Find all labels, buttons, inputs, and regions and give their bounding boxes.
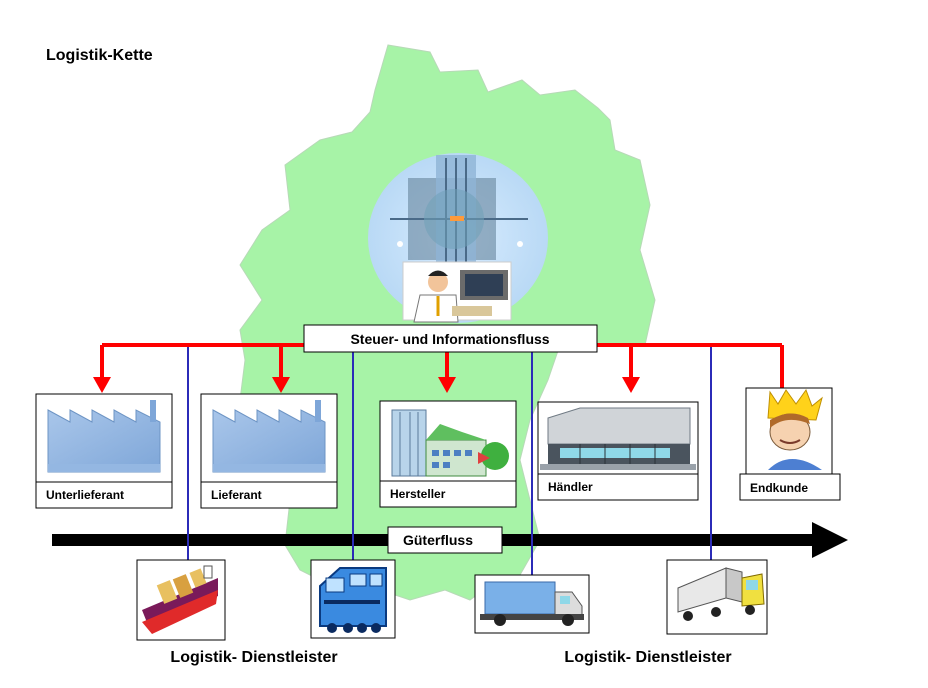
provider-train [310,559,396,639]
locomotive-icon [319,567,387,633]
station-label-hersteller: Hersteller [390,487,446,501]
provider-van [474,574,590,634]
station-hersteller: Hersteller [379,400,517,508]
warehouse-icon [540,407,696,470]
station-unterlieferant: Unterlieferant [35,393,173,509]
factory-icon [47,400,161,473]
goods-flow-label: Güterfluss [403,532,473,548]
station-label-lieferant: Lieferant [211,488,262,502]
info-flow-label: Steuer- und Informationsfluss [350,331,549,347]
goods-flow-label-box: Güterfluss [387,526,503,554]
delivery-van-icon [480,581,584,626]
provider-connectors [187,347,712,575]
customer-king-icon [767,388,823,470]
control-center-illustration [368,153,548,323]
station-label-endkunde: Endkunde [750,481,808,495]
cargo-ship-icon [142,565,218,634]
semi-truck-icon [677,567,765,621]
provider-label-right: Logistik- Dienstleister [564,649,731,666]
provider-label-left: Logistik- Dienstleister [170,649,337,666]
provider-ship [136,559,226,641]
station-label-haendler: Händler [548,480,593,494]
station-haendler: Händler [537,401,699,501]
station-endkunde: Endkunde [739,387,841,501]
factory-icon [212,400,326,473]
info-flow-label-box: Steuer- und Informationsfluss [303,324,598,353]
diagram-title: Logistik-Kette [46,47,153,64]
provider-truck [666,559,768,635]
manufacturer-building-icon [391,409,509,477]
station-lieferant: Lieferant [200,393,338,509]
station-label-unterlieferant: Unterlieferant [46,488,124,502]
